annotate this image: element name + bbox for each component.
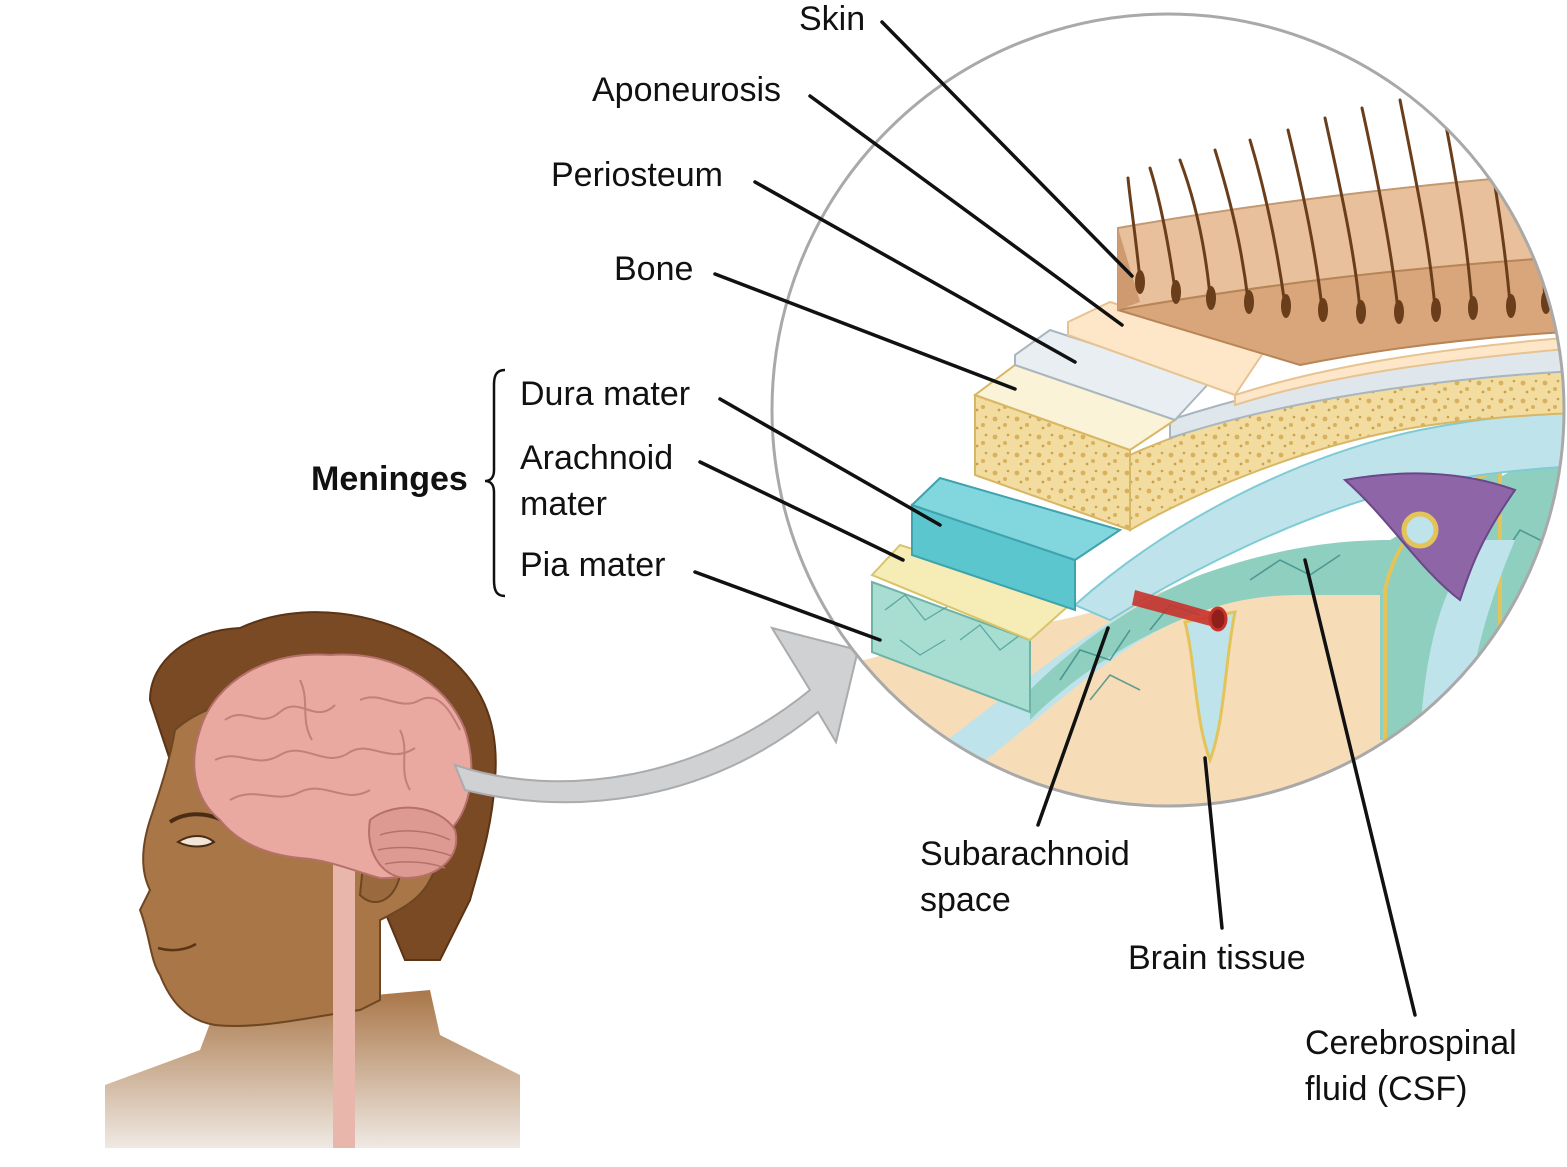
label-subarachnoid-2: space: [920, 881, 1011, 919]
leader-arachnoid: [698, 460, 905, 562]
leader-brain-tissue: [1203, 756, 1224, 930]
leader-bone: [713, 272, 1017, 391]
leader-subarachnoid: [1036, 626, 1110, 827]
mouth: [157, 942, 197, 952]
dura-block-top: [910, 476, 1123, 562]
leader-pia: [693, 570, 882, 642]
meninges-brace: [484, 368, 506, 598]
periosteum-block: [1014, 328, 1212, 422]
label-periosteum: Periosteum: [551, 156, 723, 194]
leader-skin: [880, 20, 1134, 278]
zoom-arrow: [453, 626, 860, 804]
label-csf-1: Cerebrospinal: [1305, 1024, 1517, 1062]
head-figure: [105, 611, 520, 1148]
aponeurosis-arc: [1234, 333, 1564, 407]
label-aponeurosis: Aponeurosis: [592, 71, 782, 109]
skin-block-side: [1118, 228, 1140, 310]
label-dura-mater: Dura mater: [520, 375, 691, 413]
cerebellum: [368, 806, 458, 880]
leader-csf: [1303, 558, 1417, 1017]
arachnoid-granulation: [1401, 511, 1439, 549]
sulcus: [1183, 610, 1237, 765]
aponeurosis-block: [1067, 300, 1267, 397]
pia-block: [871, 580, 1031, 714]
label-arachnoid-mater-1: Arachnoid: [520, 439, 674, 477]
label-subarachnoid-1: Subarachnoid: [920, 835, 1130, 873]
magnifier-outline: [770, 12, 1566, 808]
blood-vessel-lumen: [1208, 606, 1228, 632]
fissure: [1420, 540, 1515, 740]
dura-band: [1073, 408, 1564, 622]
neck-shoulders: [105, 990, 520, 1148]
blood-vessel: [1132, 590, 1218, 628]
label-brain-tissue: Brain tissue: [1128, 939, 1306, 977]
label-csf-2: fluid (CSF): [1305, 1070, 1468, 1108]
label-arachnoid-mater-2: mater: [520, 485, 607, 523]
label-skin: Skin: [799, 0, 866, 38]
label-pia-mater: Pia mater: [520, 546, 666, 584]
leader-periosteum: [753, 180, 1077, 364]
label-bone: Bone: [614, 250, 694, 288]
leader-dura: [718, 397, 942, 527]
spinal-cord: [333, 860, 355, 1148]
eye: [176, 835, 216, 848]
leader-lines: [693, 20, 1417, 1017]
label-meninges: Meninges: [311, 460, 468, 498]
leader-aponeurosis: [808, 94, 1124, 327]
